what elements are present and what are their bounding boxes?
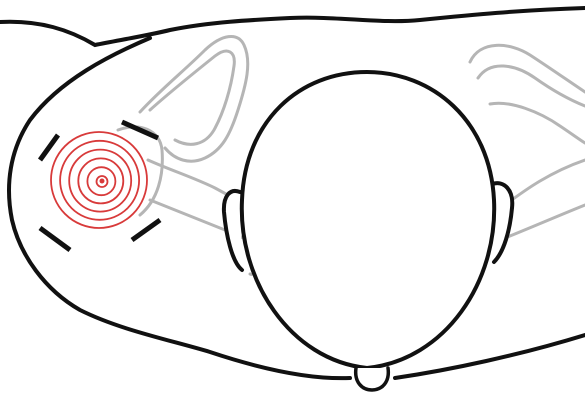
- position-marker: [132, 220, 160, 240]
- right-scapula-inner: [478, 66, 585, 106]
- head-outline: [242, 72, 494, 368]
- position-marker: [40, 135, 58, 160]
- chin: [356, 368, 389, 390]
- target-marker-group: [51, 132, 147, 228]
- body-outline: [0, 8, 585, 45]
- left-scapula-inner: [150, 51, 234, 144]
- target-ring: [51, 132, 147, 228]
- right-clavicle-2: [505, 205, 585, 238]
- target-center: [100, 179, 105, 184]
- right-scapula-lower: [490, 103, 585, 143]
- right-clavicle: [505, 160, 585, 205]
- position-marker: [122, 122, 158, 138]
- left-ear: [224, 191, 242, 270]
- position-marker: [40, 228, 70, 250]
